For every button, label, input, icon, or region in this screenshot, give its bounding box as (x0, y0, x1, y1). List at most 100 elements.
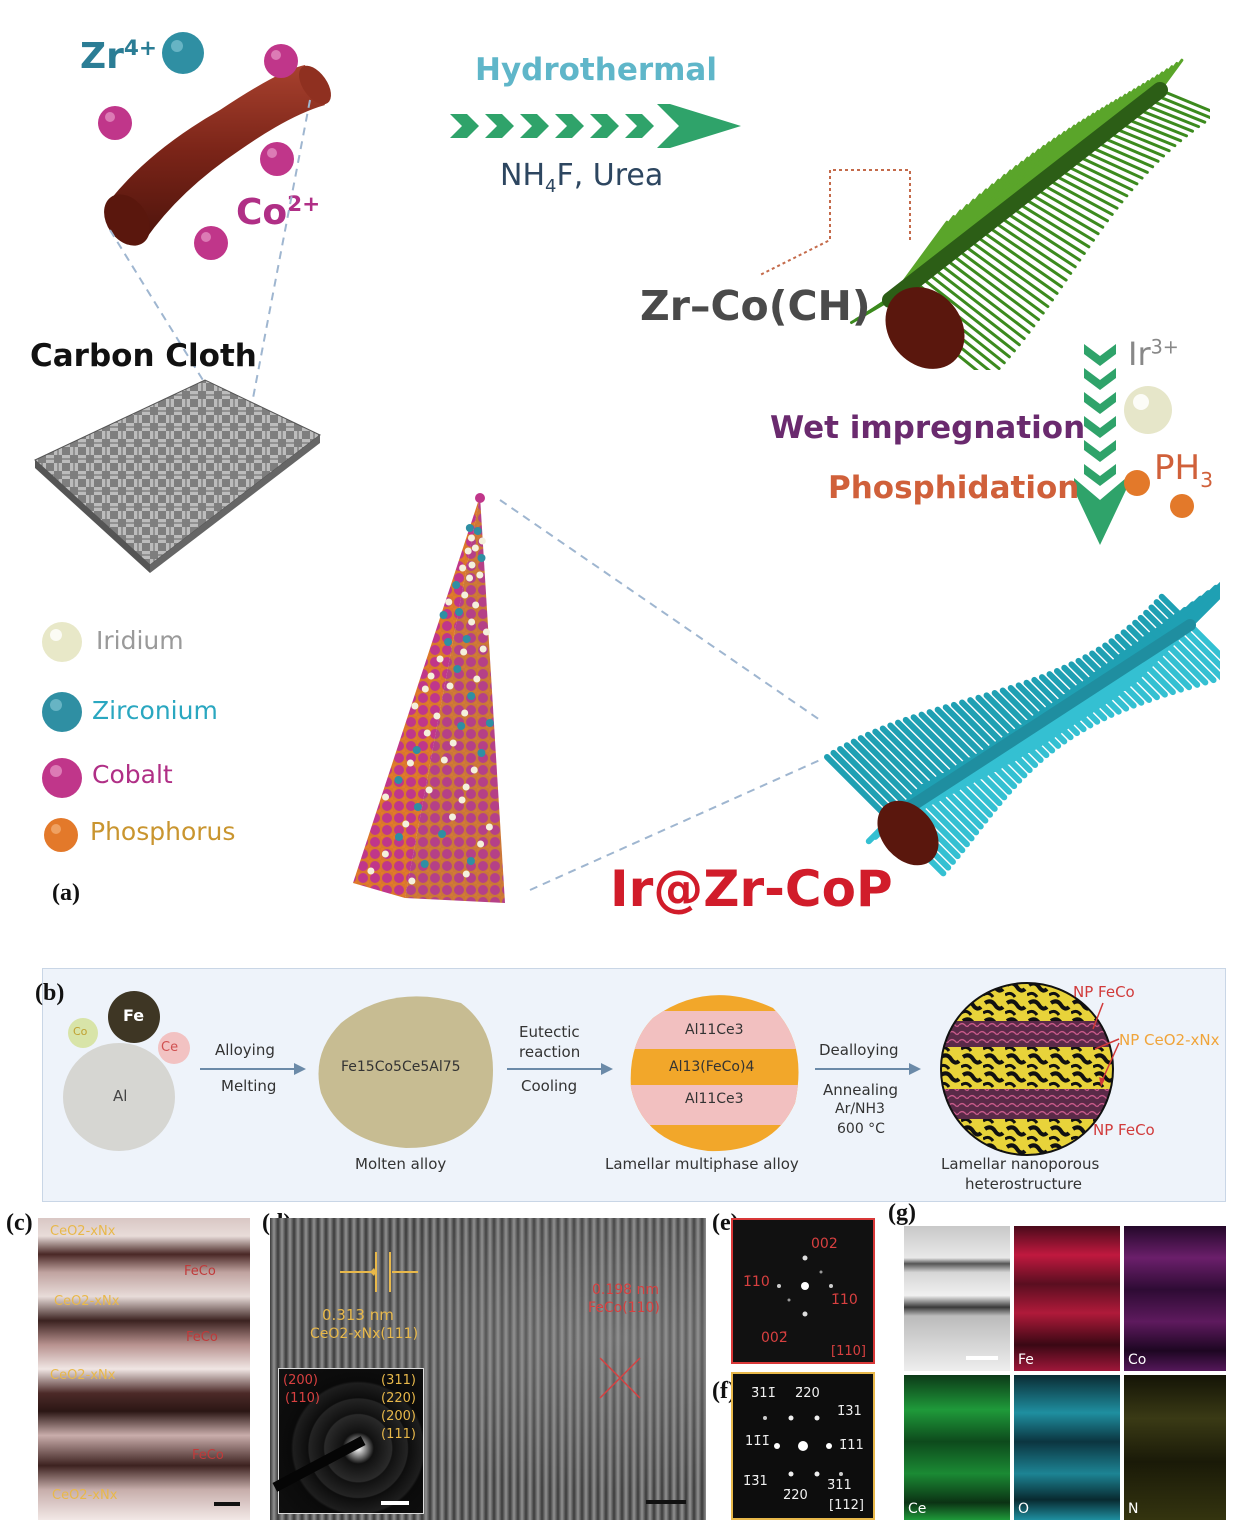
lattice-atom (461, 591, 469, 599)
hydrothermal-label: Hydrothermal (475, 52, 717, 88)
panel-g-maps: Fe Co Ce O N (904, 1226, 1226, 1520)
needle (990, 219, 1073, 275)
nanowire (910, 714, 970, 774)
lattice-atom (467, 692, 476, 700)
nanowire (1187, 622, 1220, 660)
needle (948, 251, 1041, 322)
lattice-atom (425, 786, 433, 794)
lattice-atom (423, 729, 431, 737)
needle (966, 237, 1054, 302)
lattice-atom (466, 857, 475, 865)
nanowire (975, 694, 1021, 741)
nanowire (967, 697, 1015, 745)
lattice-atom (473, 527, 482, 535)
lattice-atom (457, 722, 466, 730)
lattice-atom (436, 655, 444, 663)
needle (1014, 200, 1091, 249)
eds-map-haadf (904, 1226, 1010, 1371)
needle (984, 223, 1068, 282)
phosphorus-atom-icon (44, 818, 78, 852)
eds-map-ce: Ce (904, 1375, 1010, 1520)
saed-right-3: (111) (381, 1427, 416, 1442)
nanowire (942, 704, 996, 757)
nanowire (1187, 590, 1220, 628)
lattice-atom (468, 618, 476, 626)
lattice-atom (438, 830, 447, 838)
lattice-atom (406, 759, 414, 767)
eds-map-label: O (1018, 1501, 1030, 1517)
scale-bar (214, 1502, 240, 1506)
step2-bottom: Cooling (521, 1077, 578, 1095)
nanowire (959, 699, 1008, 749)
eds-map-label: Ce (908, 1501, 927, 1517)
eds-map-label: N (1128, 1501, 1139, 1517)
nanowire (1167, 634, 1217, 684)
needle (1152, 93, 1210, 120)
nanowire (1174, 630, 1220, 681)
nanowire (1153, 599, 1187, 633)
needle (1080, 149, 1144, 180)
panel-f-image: 3̄11̄ 2̄20 1̄31 11̄1̄ 1̄11 1̄3̄1 2̄20 3̄… (731, 1372, 875, 1520)
legend-cobalt: Cobalt (92, 760, 173, 789)
nanowire (1023, 679, 1059, 716)
needle (930, 265, 1026, 341)
step3-b2: Ar/NH3 (835, 1101, 885, 1117)
co-ion-label: Co2+ (236, 192, 321, 233)
lattice-atom (468, 561, 476, 569)
saed-inset: (200) (110) (311) (220) (200) (111) (272, 1368, 424, 1514)
eds-map-label: Co (1128, 1352, 1147, 1368)
fft-label: 1̄10 (743, 1274, 770, 1290)
fft-label: 1̄10 (831, 1292, 858, 1308)
needle (960, 242, 1050, 309)
panel-c-image: CeO2-xNx FeCo CeO2-xNx FeCo CeO2-xNx FeC… (38, 1218, 250, 1520)
nanowire (837, 746, 906, 815)
lattice-atom (439, 611, 448, 619)
nanowire (926, 709, 983, 765)
d-spacing-marker (340, 1252, 418, 1292)
lattice-atom (367, 867, 375, 875)
legend-iridium: Iridium (96, 626, 184, 655)
lattice-atom (470, 766, 478, 774)
needle (1146, 97, 1207, 124)
scale-bar (966, 1356, 998, 1360)
needle (1062, 163, 1129, 198)
needle (924, 270, 1021, 347)
fe-sphere (108, 991, 160, 1043)
lattice-atom (381, 850, 389, 858)
needle (1098, 135, 1160, 163)
nanowire (902, 716, 964, 778)
needle (1020, 195, 1095, 242)
saed-right-0: (311) (381, 1373, 416, 1388)
needle (936, 261, 1031, 334)
step1-bottom: Melting (221, 1077, 277, 1095)
nanowire (983, 692, 1028, 736)
nanowire (912, 800, 966, 854)
layer-mid: Al13(FeCo)4 (669, 1059, 755, 1075)
saed-right-2: (200) (381, 1409, 416, 1424)
nanowire (1015, 682, 1053, 720)
lattice-atom (485, 719, 494, 727)
atomic-pyramid-illustration (353, 493, 505, 903)
hetero-caption-2: heterostructure (965, 1175, 1082, 1193)
eds-map-co: Co (1124, 1226, 1226, 1371)
cobalt-atom-icon (42, 758, 82, 798)
molten-caption: Molten alloy (355, 1155, 447, 1173)
panel-b-label: (b) (35, 980, 65, 1006)
wet-impregnation-label: Wet impregnation (770, 410, 1086, 446)
hetero-caption-1: Lamellar nanoporous (941, 1155, 1100, 1173)
lattice-atom (445, 598, 453, 606)
fft-spots (763, 1415, 843, 1477)
nanowire (1038, 674, 1072, 707)
lattice-atom (402, 820, 410, 828)
tem-tag: CeO2-xNx (52, 1488, 118, 1503)
lattice-atom (448, 813, 456, 821)
d1-plane: CeO2-xNx(111) (310, 1326, 419, 1342)
p-atom-icon (1124, 470, 1150, 496)
needle (1158, 88, 1210, 113)
needle (1074, 153, 1139, 186)
saed-beamstop (272, 1436, 366, 1492)
co-atom-icon (194, 226, 228, 260)
d2-value: 0.198 nm (592, 1282, 660, 1298)
fft-label: 2̄20 (795, 1386, 820, 1401)
eds-map-o: O (1014, 1375, 1120, 1520)
